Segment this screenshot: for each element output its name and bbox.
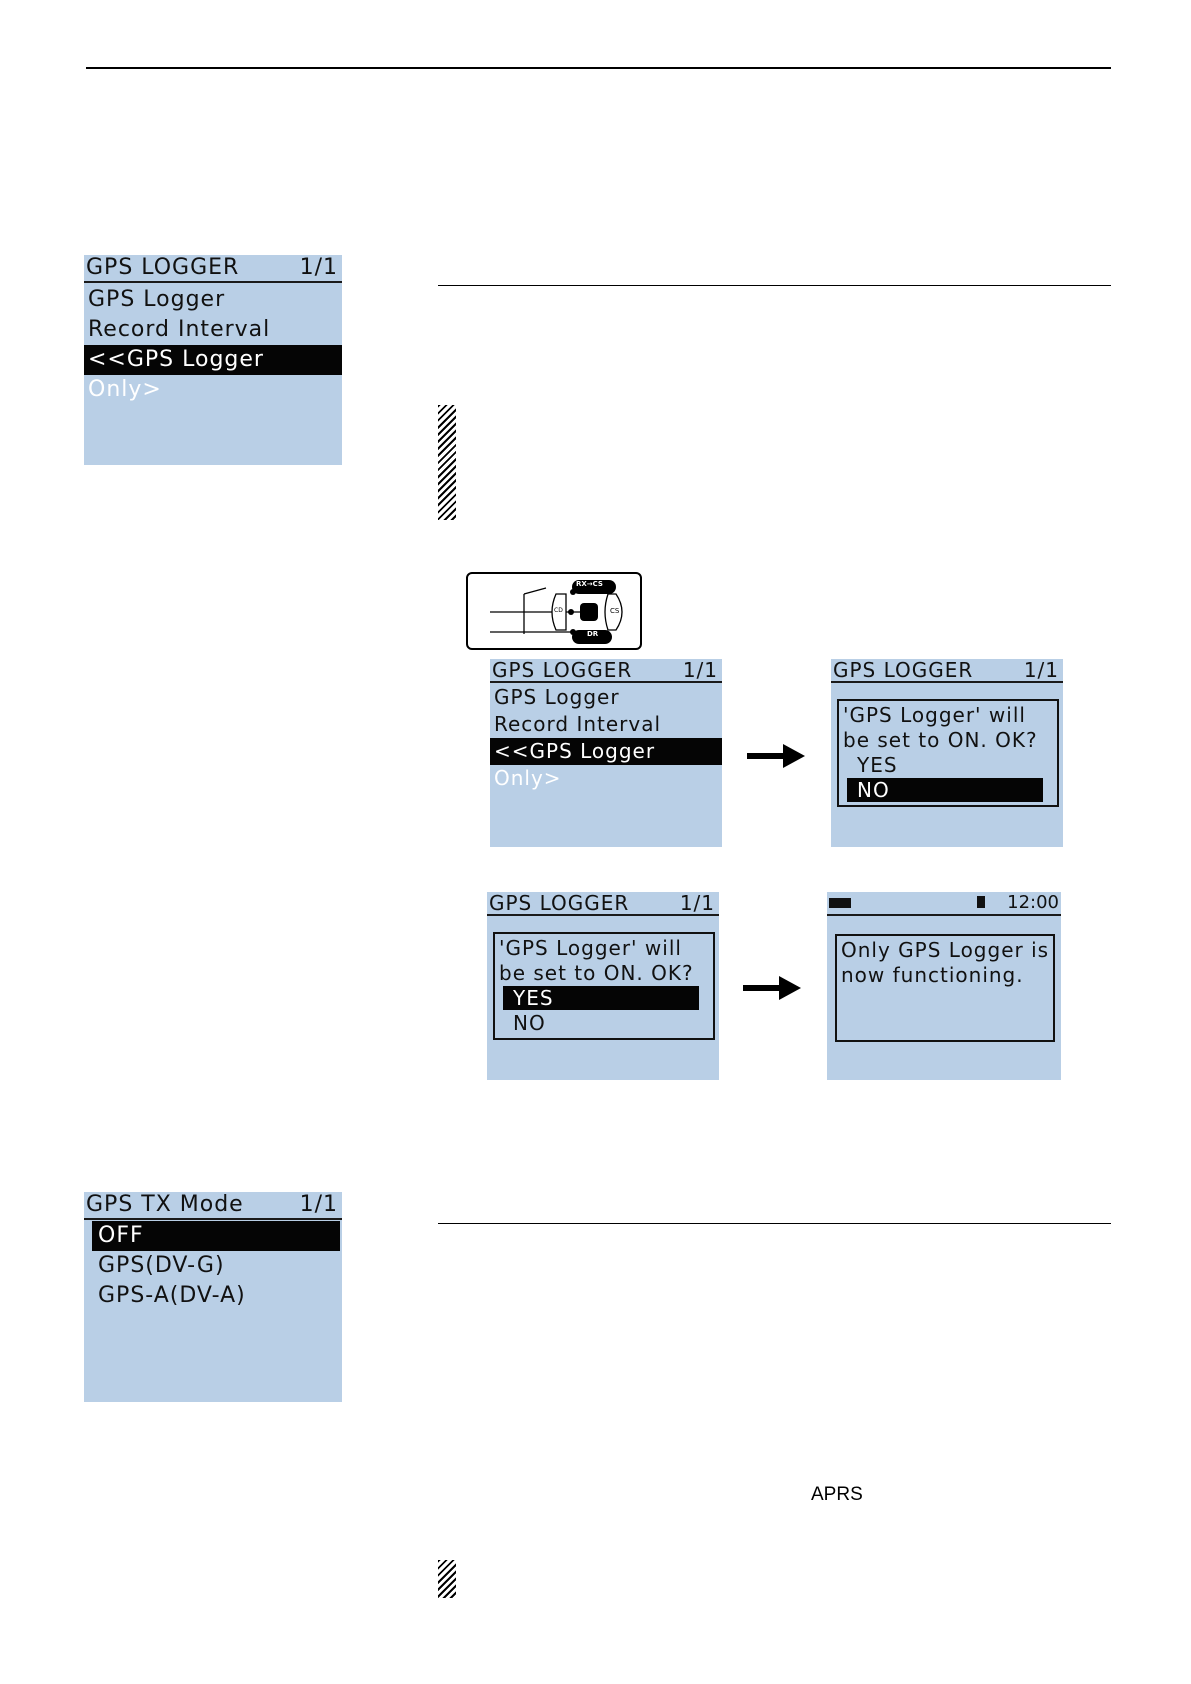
note-marker [438, 1560, 456, 1598]
confirm-dialog: 'GPS Logger' will be set to ON. OK? YES … [837, 699, 1059, 807]
menu-item-record-interval[interactable]: Record Interval [88, 317, 271, 342]
note-marker [438, 405, 456, 520]
screen-title: GPS LOGGER [492, 659, 633, 682]
menu-item-record-interval[interactable]: Record Interval [494, 712, 662, 736]
option-gps-dv-g[interactable]: GPS(DV-G) [98, 1253, 225, 1278]
confirm-dialog: 'GPS Logger' will be set to ON. OK? YES … [493, 932, 715, 1040]
screen-title-bar: GPS LOGGER 1/1 [831, 659, 1063, 683]
info-line-1: Only GPS Logger is [841, 938, 1050, 962]
screen-title-bar: GPS LOGGER 1/1 [490, 659, 722, 683]
screen-title-bar: GPS LOGGER 1/1 [487, 892, 719, 916]
gps-tx-mode-screen: GPS TX Mode 1/1 OFF GPS(DV-G) GPS-A(DV-A… [84, 1192, 342, 1402]
key-bottom-label[interactable]: DR [587, 630, 599, 638]
info-dialog: Only GPS Logger is now functioning. [835, 934, 1055, 1042]
menu-item-gps-logger[interactable]: GPS Logger [494, 685, 620, 709]
arrow-right-icon [747, 744, 805, 768]
section-rule [438, 1223, 1111, 1224]
dialog-line-2: be set to ON. OK? [499, 961, 694, 985]
dialog-option-yes[interactable]: YES [503, 986, 699, 1010]
step-screen-menu: GPS LOGGER 1/1 GPS Logger Record Interva… [490, 659, 722, 847]
screen-title: GPS LOGGER [86, 255, 240, 280]
key-right-label[interactable]: CS [610, 607, 620, 615]
arrow-right-icon [743, 976, 801, 1000]
dialog-option-yes[interactable]: YES [857, 753, 898, 777]
key-left-label[interactable]: CD [554, 607, 563, 614]
screen-title: GPS LOGGER [489, 892, 630, 915]
screen-title-bar: GPS TX Mode 1/1 [84, 1192, 342, 1220]
dialog-option-no[interactable]: NO [513, 1011, 546, 1035]
page-indicator: 1/1 [299, 1192, 338, 1217]
dialog-line-1: 'GPS Logger' will [843, 703, 1026, 727]
screen-title: GPS TX Mode [86, 1192, 244, 1217]
keypad-graphic [490, 580, 623, 644]
clock-time: 12:00 [1007, 892, 1059, 913]
gps-logger-screen: GPS LOGGER 1/1 GPS Logger Record Interva… [84, 255, 342, 465]
status-bar: 12:00 [827, 892, 1061, 916]
page-indicator: 1/1 [679, 892, 715, 915]
page-indicator: 1/1 [1023, 659, 1059, 682]
option-off[interactable]: OFF [92, 1221, 340, 1251]
screen-title-bar: GPS LOGGER 1/1 [84, 255, 342, 283]
dialog-option-no[interactable]: NO [847, 778, 1043, 802]
section-rule [438, 285, 1111, 286]
keypad-illustration: RX→CS DR CD CS [466, 572, 642, 650]
top-rule [86, 67, 1111, 69]
page-indicator: 1/1 [299, 255, 338, 280]
step-screen-logger-only: 12:00 Only GPS Logger is now functioning… [827, 892, 1061, 1080]
aprs-text: APRS [811, 1484, 863, 1505]
dialog-line-2: be set to ON. OK? [843, 728, 1038, 752]
info-line-2: now functioning. [841, 963, 1024, 987]
page-indicator: 1/1 [682, 659, 718, 682]
menu-item-gps-logger-only[interactable]: <<GPS Logger Only> [490, 738, 722, 790]
step-screen-confirm-yes: GPS LOGGER 1/1 'GPS Logger' will be set … [487, 892, 719, 1080]
dialog-line-1: 'GPS Logger' will [499, 936, 682, 960]
key-top-label[interactable]: RX→CS [576, 580, 603, 588]
menu-item-gps-logger[interactable]: GPS Logger [88, 287, 226, 312]
menu-item-gps-logger-only[interactable]: <<GPS Logger Only> [84, 345, 342, 402]
option-gps-a-dv-a[interactable]: GPS-A(DV-A) [98, 1283, 246, 1308]
step-screen-confirm-no: GPS LOGGER 1/1 'GPS Logger' will be set … [831, 659, 1063, 847]
screen-title: GPS LOGGER [833, 659, 974, 682]
battery-icon [829, 898, 851, 908]
sd-card-icon [977, 896, 985, 908]
